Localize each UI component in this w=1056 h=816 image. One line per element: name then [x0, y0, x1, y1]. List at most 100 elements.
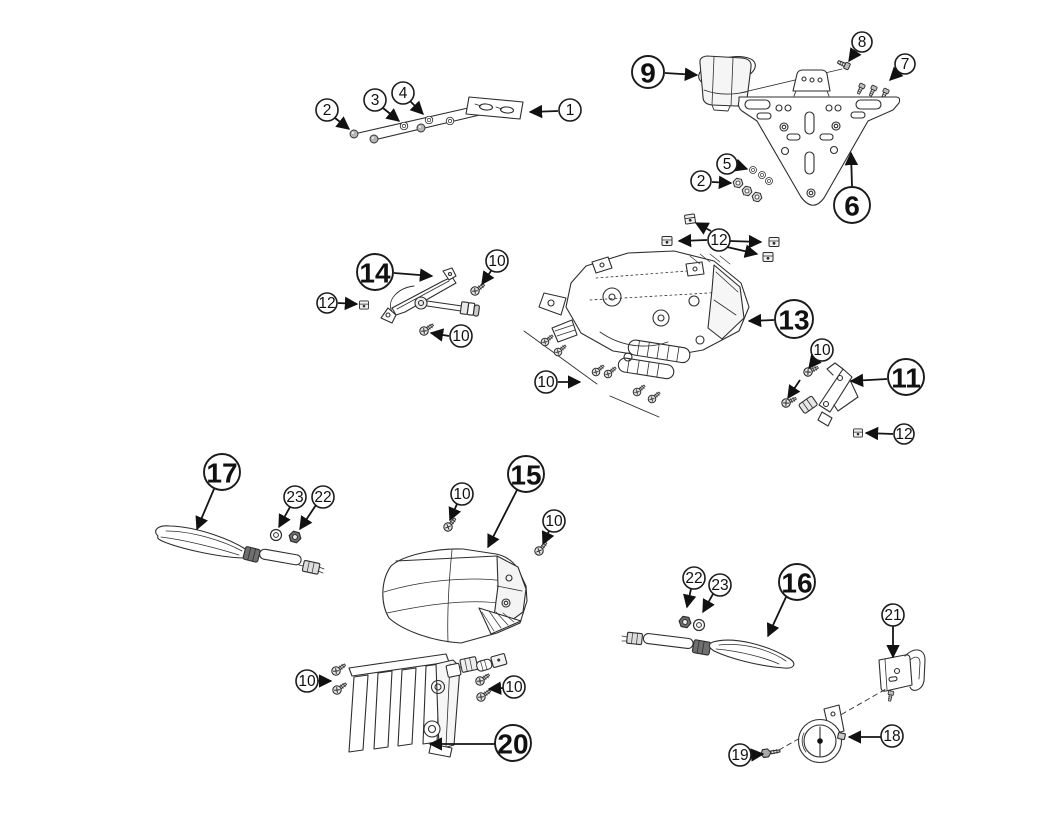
- horn-assembly-axis-line: [778, 688, 887, 751]
- callout-number: 15: [510, 460, 541, 491]
- callout-circle: [283, 485, 307, 509]
- callout-circle: [887, 358, 925, 396]
- callout-circle: [778, 563, 816, 601]
- fastener-4: [424, 115, 434, 125]
- part-22-nut-right: [677, 615, 693, 629]
- part-15-headlight: [382, 548, 528, 644]
- fastener-ball: [416, 123, 426, 133]
- callout-circle: [682, 566, 706, 590]
- callout-10: 10: [429, 324, 473, 348]
- part-6-license-plate-bracket: [737, 69, 901, 206]
- part-1-reflector-plate-assembly: [349, 96, 524, 144]
- callout-number: 19: [731, 747, 748, 764]
- callout-21: 21: [881, 603, 905, 659]
- callout-circle: [716, 153, 738, 175]
- callout-number: 6: [844, 191, 860, 222]
- callout-12: 12: [864, 423, 915, 445]
- fastener-washer: [445, 116, 455, 126]
- callout-9: 9: [631, 55, 699, 89]
- callout-number: 12: [895, 426, 912, 443]
- callout-number: 17: [206, 458, 237, 489]
- callout-number: 7: [901, 56, 910, 73]
- part-23-washer-left: [269, 528, 283, 542]
- callout-circle: [507, 455, 545, 493]
- callout-3: 3: [363, 88, 401, 122]
- callout-10: 10: [534, 370, 582, 394]
- callout-15: 15: [487, 455, 545, 549]
- callout-16: 16: [766, 563, 816, 638]
- callout-number: 10: [545, 513, 563, 530]
- callout-22: 22: [682, 566, 706, 609]
- part-5-washers: [749, 166, 773, 185]
- part-9-rubber-damper: [698, 55, 756, 112]
- callout-circle: [316, 292, 338, 314]
- callout-4: 4: [391, 81, 424, 115]
- fastener-2a: [349, 129, 359, 139]
- callout-circle: [833, 186, 871, 224]
- callout-circle: [356, 253, 394, 291]
- callout-10: 10: [448, 482, 474, 522]
- callout-circle: [881, 603, 905, 627]
- callout-circle: [450, 482, 474, 506]
- callout-circle: [810, 338, 834, 362]
- callout-number: 8: [858, 34, 867, 51]
- part-18-horn: [797, 704, 846, 764]
- callout-circle: [893, 423, 915, 445]
- callout-circle: [315, 98, 339, 122]
- callout-number: 3: [371, 92, 380, 109]
- callout-number: 12: [710, 232, 727, 249]
- callout-17: 17: [195, 453, 241, 531]
- fastener-3: [399, 121, 409, 131]
- callout-circle: [494, 724, 532, 762]
- part-16-turn-signal-right: [621, 631, 795, 669]
- part-22-nut-left: [287, 529, 303, 545]
- part-2-nuts: [731, 177, 764, 203]
- callout-number: 18: [883, 728, 900, 745]
- callout-circle: [311, 485, 335, 509]
- callout-number: 1: [566, 102, 575, 119]
- callout-number: 12: [318, 295, 335, 312]
- part-11-bracket: [798, 362, 859, 427]
- callout-number: 10: [537, 374, 555, 391]
- callout-number: 10: [452, 328, 470, 345]
- callout-12: 12: [677, 222, 763, 258]
- callout-circle: [542, 509, 566, 533]
- callout-number: 2: [697, 173, 706, 190]
- callout-number: 4: [399, 85, 408, 102]
- callout-20: 20: [428, 724, 532, 762]
- callout-2: 2: [690, 170, 733, 192]
- part-10-screws: [329, 280, 821, 704]
- callout-circle: [295, 669, 319, 693]
- callout-23: 23: [278, 485, 307, 529]
- callout-5: 5: [716, 153, 749, 175]
- callout-number: 21: [884, 607, 901, 624]
- callout-1: 1: [528, 98, 582, 122]
- callout-18: 18: [847, 724, 904, 748]
- callout-number: 14: [359, 258, 391, 289]
- callout-circle: [631, 55, 665, 89]
- callout-number: 22: [314, 489, 331, 506]
- part-20-finned-cover: [348, 653, 508, 758]
- callout-2: 2: [315, 98, 351, 130]
- part-23-washer-right: [692, 618, 706, 632]
- callout-6: 6: [833, 151, 871, 224]
- callout-23: 23: [702, 573, 732, 614]
- part-19-bolt: [760, 748, 781, 759]
- callout-13: 13: [747, 299, 814, 339]
- callout-circle: [502, 675, 526, 699]
- callout-number: 22: [685, 570, 702, 587]
- callout-circle: [449, 324, 473, 348]
- callout-circle: [851, 31, 873, 53]
- callout-circle: [363, 88, 387, 112]
- callout-circle: [391, 81, 415, 105]
- callout-10: 10: [487, 675, 526, 699]
- callout-11: 11: [849, 358, 925, 396]
- callout-10: 10: [541, 509, 566, 546]
- callout-circle: [203, 453, 241, 491]
- callout-circle: [707, 228, 731, 252]
- part-17-turn-signal-left: [155, 525, 325, 575]
- callout-circle: [690, 170, 712, 192]
- callout-circle: [708, 573, 732, 597]
- part-21-horn-bracket: [878, 649, 926, 702]
